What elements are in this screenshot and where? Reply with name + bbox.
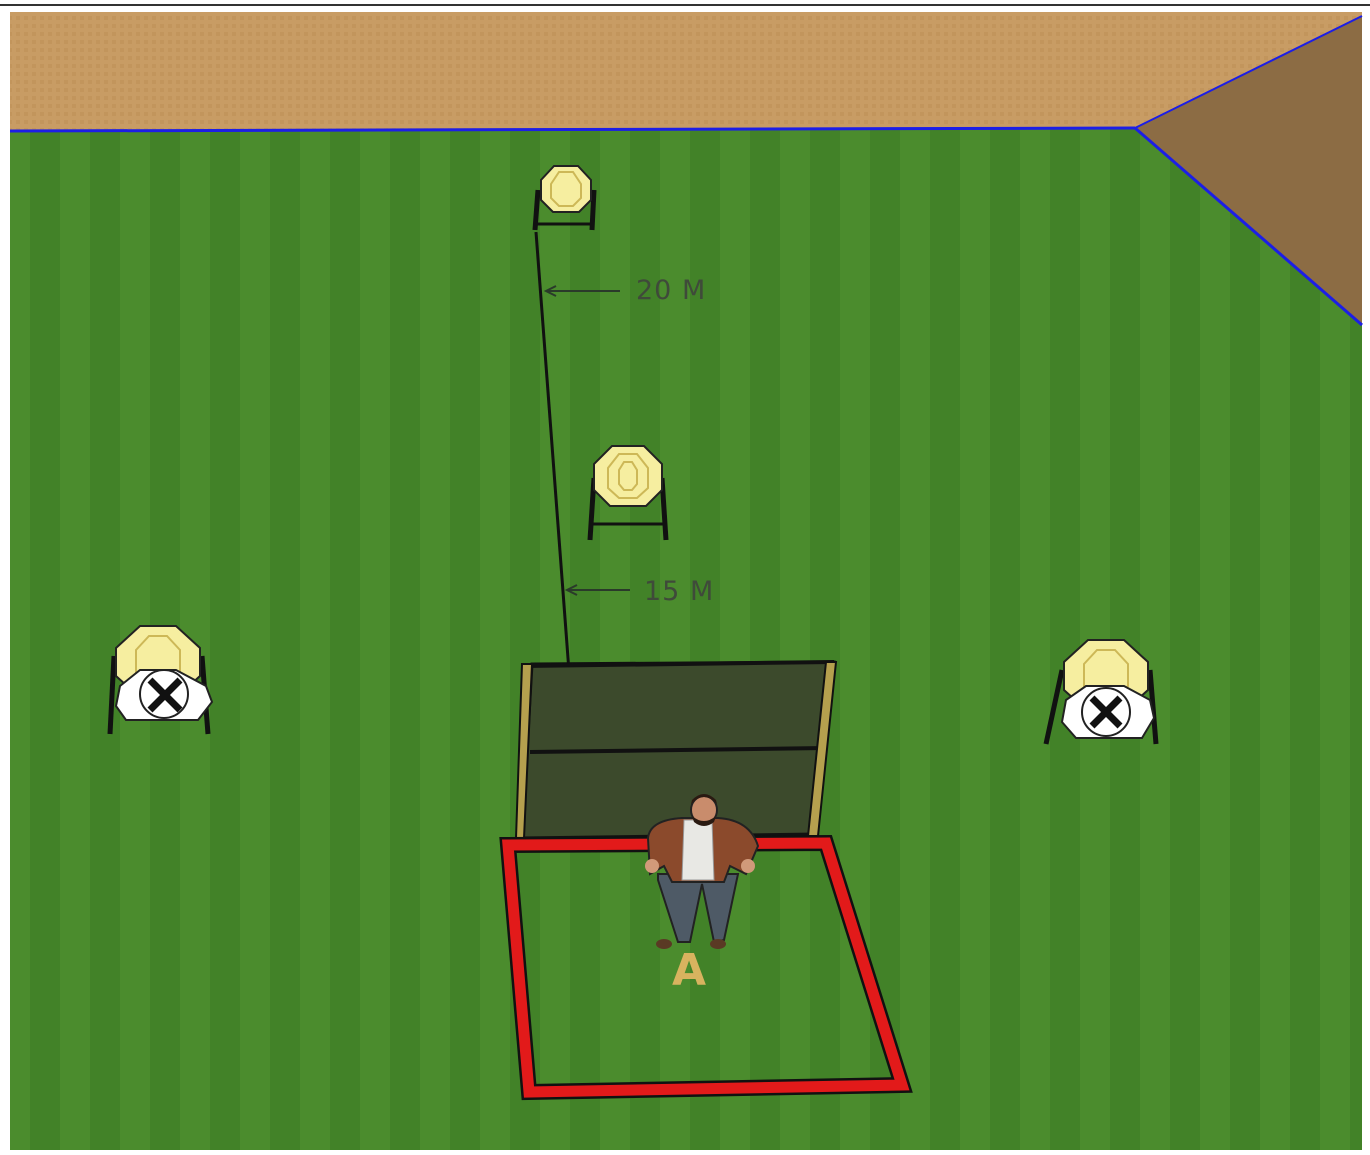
barricade-icon	[516, 662, 836, 838]
shooting-box-label: A	[672, 945, 706, 996]
far-distance-label: 20 M	[636, 275, 706, 306]
near-distance-label: 15 M	[644, 576, 714, 607]
no-shoot-icon	[1062, 686, 1154, 738]
